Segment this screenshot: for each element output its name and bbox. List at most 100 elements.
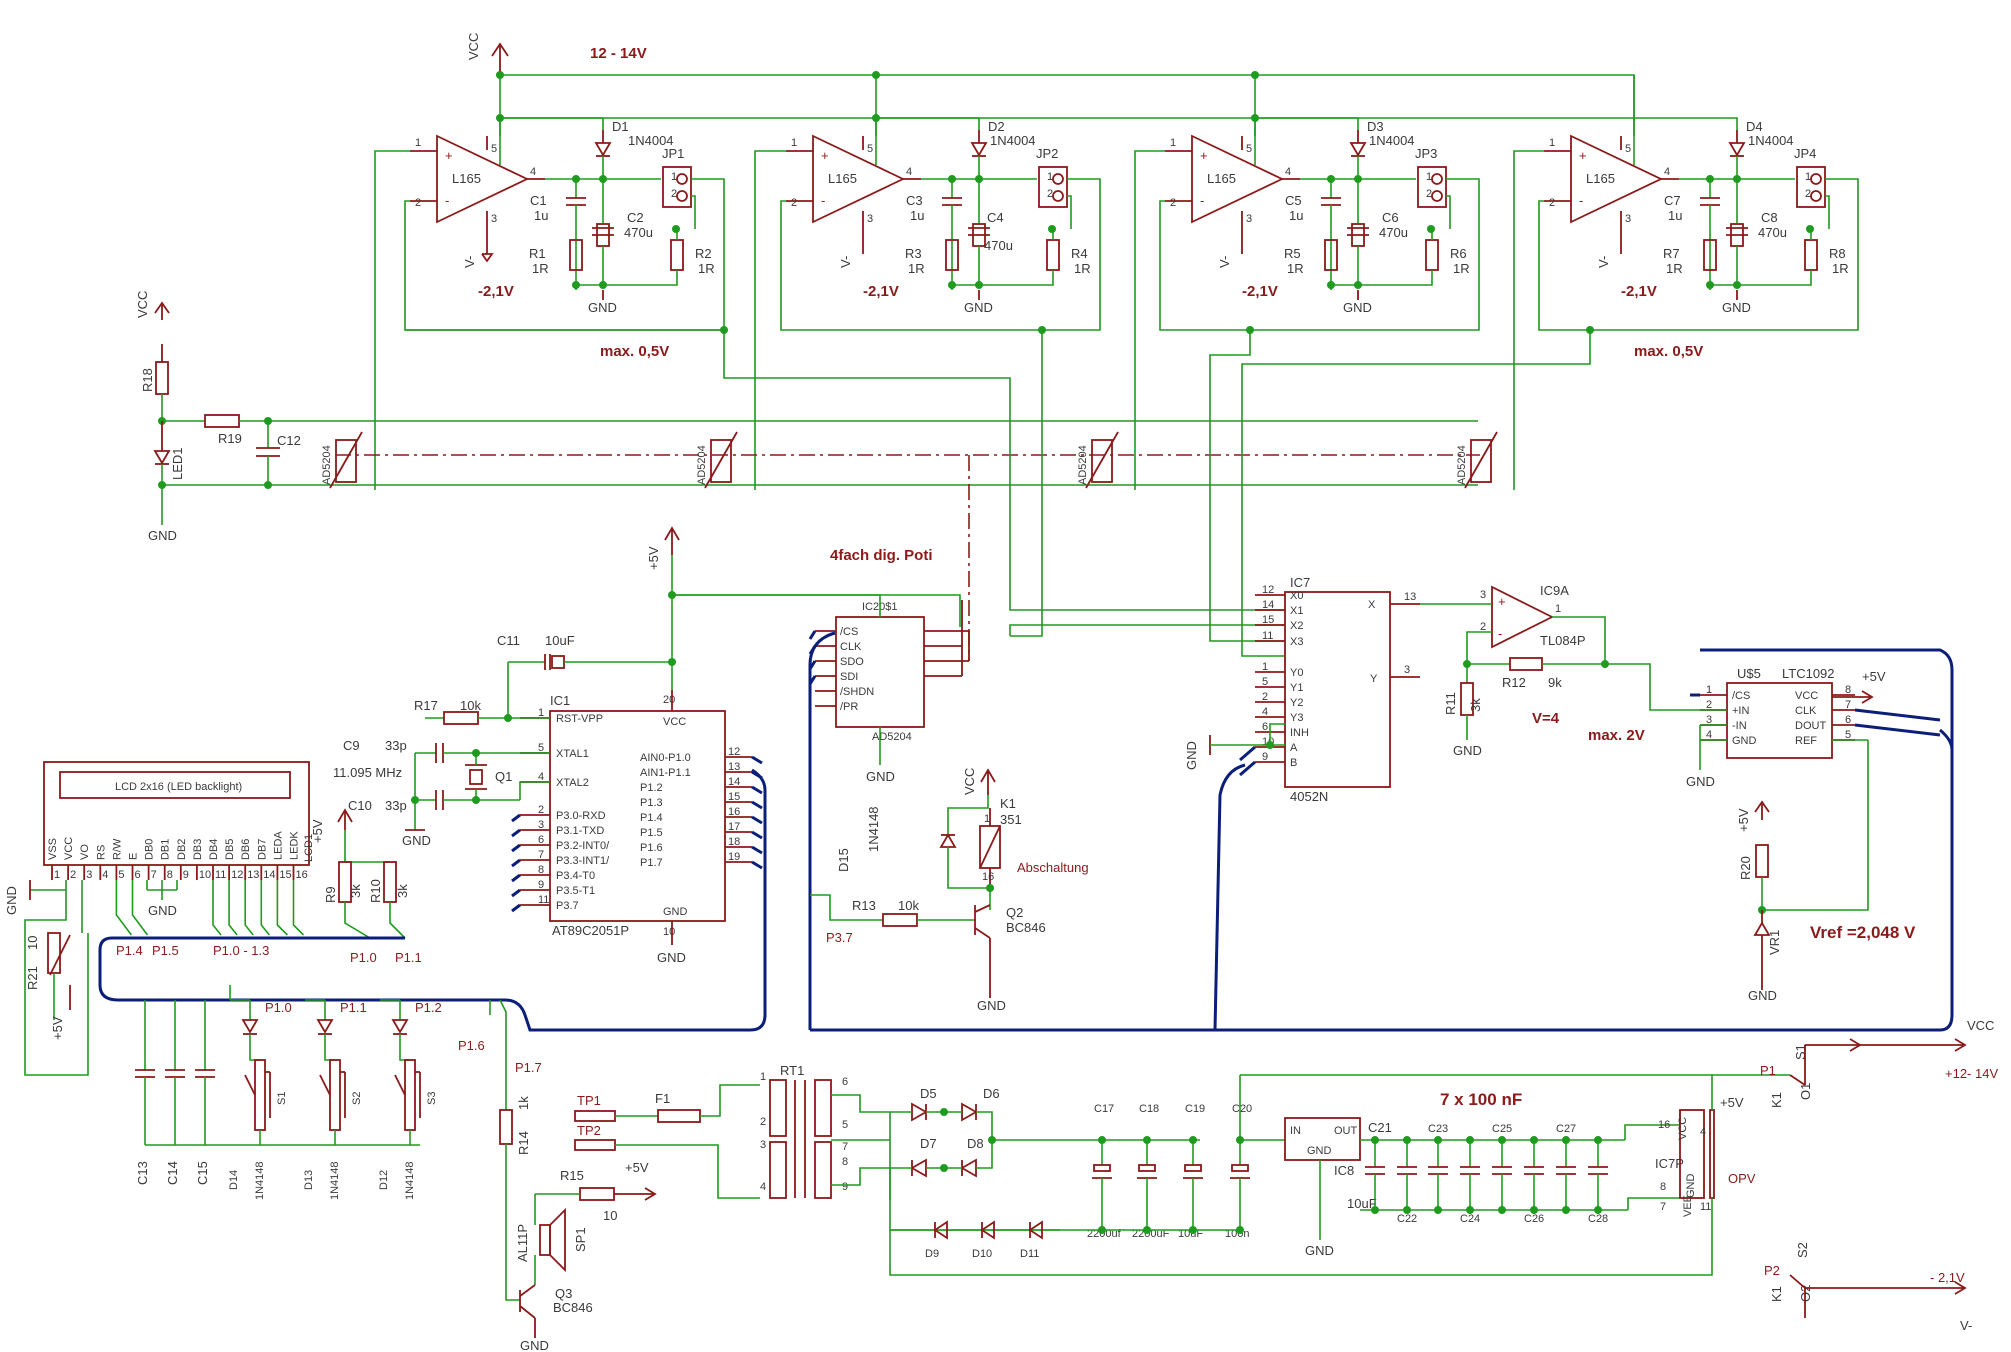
d6-label: D6 — [983, 1086, 1000, 1101]
r15-value: 10 — [603, 1208, 617, 1223]
c9-label: C9 — [343, 738, 360, 753]
res-a-value: 1R — [1666, 261, 1683, 276]
bulk-cap-ref: C19 — [1185, 1103, 1205, 1115]
out-12-label: +12- 14V — [1945, 1066, 1998, 1081]
driver-ic-label: L165 — [1586, 171, 1615, 186]
driver-ic-label: L165 — [1207, 171, 1236, 186]
svg-text:+: + — [1200, 148, 1208, 163]
res-a-value: 1R — [1287, 261, 1304, 276]
gnd-label: GND — [588, 300, 617, 315]
r12-label: R12 — [1502, 675, 1526, 690]
r13-value: 10k — [898, 898, 919, 913]
mux-pin-label: X2 — [1290, 620, 1303, 632]
vminus-label: V- — [1596, 256, 1611, 268]
svg-text:3: 3 — [1246, 213, 1252, 225]
bulk-cap-ref: C20 — [1232, 1103, 1252, 1115]
gain-note: V=4 — [1532, 710, 1560, 727]
lcd-pin-label: VO — [79, 844, 91, 860]
res-a-ref: R1 — [529, 246, 546, 261]
q3-value: BC846 — [553, 1300, 593, 1315]
c9-value: 33p — [385, 738, 407, 753]
mcu-pin-label: AIN1-P1.1 — [640, 767, 691, 779]
cap-c14-label: C14 — [165, 1161, 180, 1185]
svg-text:4: 4 — [1664, 166, 1670, 178]
neg-rail-label: -2,1V — [1621, 283, 1657, 300]
adc-pin-number: 3 — [1706, 714, 1712, 726]
chain-diode-ref: D10 — [972, 1248, 992, 1260]
mcu-pin-number: 13 — [728, 761, 740, 773]
svg-text:3: 3 — [1625, 213, 1631, 225]
svg-text:16: 16 — [982, 871, 994, 883]
svg-text:GND: GND — [1685, 1174, 1697, 1199]
opv-label: OPV — [1728, 1171, 1756, 1186]
adc-ref: U$5 — [1737, 666, 1761, 681]
tp2-label: TP2 — [577, 1123, 601, 1138]
svg-text:+: + — [1498, 594, 1506, 609]
svg-text:7: 7 — [842, 1141, 848, 1153]
gnd-lcd2-label: GND — [148, 903, 177, 918]
pot-part: AD5204 — [872, 731, 912, 743]
top-supply: VCC 12 - 14V — [466, 33, 1635, 165]
vminus-out-label: V- — [1960, 1318, 1972, 1333]
mcu-pin-label: P3.5-T1 — [556, 885, 595, 897]
lcd-ref: LCD1 — [303, 834, 315, 862]
cap-b-ref: C6 — [1382, 210, 1399, 225]
svg-text:2: 2 — [671, 188, 677, 200]
svg-text:2: 2 — [1170, 197, 1176, 209]
mux-pin-number: 11 — [1262, 630, 1273, 642]
adc-pin-label: +IN — [1732, 705, 1749, 717]
c11-value: 10uF — [545, 633, 575, 648]
vref-note: Vref =2,048 V — [1810, 923, 1916, 942]
led1-label: LED1 — [170, 447, 185, 480]
svg-text:1: 1 — [1047, 171, 1053, 183]
mcu-pin-label: P3.0-RXD — [556, 810, 606, 822]
k1-value: 351 — [1000, 812, 1022, 827]
svg-text:2: 2 — [1047, 188, 1053, 200]
c11-label: C11 — [497, 633, 520, 648]
lcd-pin-label: R/W — [111, 838, 123, 860]
mux-pin-label: Y1 — [1290, 682, 1303, 694]
adc-pin-number: 2 — [1706, 699, 1712, 711]
vcc-top-label: VCC — [466, 33, 481, 60]
adc-pin-number: 6 — [1845, 714, 1851, 726]
r15-label: R15 — [560, 1168, 584, 1183]
small-cap-ref: C24 — [1460, 1213, 1480, 1225]
v5-r15-label: +5V — [625, 1160, 649, 1175]
bridge: D5 D6 D7 D8 — [889, 1086, 1000, 1178]
d8-label: D8 — [967, 1136, 984, 1151]
r19-label: R19 — [218, 431, 242, 446]
svg-text:1: 1 — [984, 813, 990, 825]
chain-diode-ref: D9 — [925, 1248, 939, 1260]
mcu-pin-number: 19 — [728, 851, 740, 863]
poti-4: AD5204 — [1456, 431, 1498, 489]
key-label: P1.0 — [265, 1000, 292, 1015]
driver-channel-2: +- L165 12 534 D2 1N4004 12 JP2 C3 1u C4… — [754, 117, 1101, 490]
mcu-pin-label: P1.7 — [640, 857, 663, 869]
svg-text:2: 2 — [1549, 197, 1555, 209]
poti-note: 4fach dig. Poti — [830, 547, 933, 564]
svg-text:5: 5 — [1246, 143, 1252, 155]
small-cap-ref: C27 — [1556, 1123, 1576, 1135]
lcd-pin-label: DB6 — [240, 839, 252, 860]
svg-text:2: 2 — [791, 197, 797, 209]
mcu-pin-number: 6 — [538, 834, 544, 846]
cap-b-ref: C4 — [987, 210, 1004, 225]
adc-pin-number: 8 — [1845, 684, 1851, 696]
bulk-cap-ref: C18 — [1139, 1103, 1159, 1115]
mux-pin-number: 9 — [1262, 751, 1268, 763]
gnd-xtal-label: GND — [402, 833, 431, 848]
mcu-pin-number: 4 — [538, 771, 544, 783]
small-cap-ref: C26 — [1524, 1213, 1544, 1225]
mcu-part: AT89C2051P — [552, 923, 629, 938]
cap-b-value: 470u — [1379, 225, 1408, 240]
lcd-pin-number: 2 — [70, 869, 76, 881]
key-diode-value: 1N4148 — [254, 1161, 266, 1200]
mux-pin-label: X1 — [1290, 605, 1303, 617]
svg-text:AD5204: AD5204 — [321, 445, 333, 485]
lcd-pin-label: VCC — [63, 837, 75, 860]
mux-ref: IC7 — [1290, 575, 1310, 590]
bus-label-p10b: P1.0 — [350, 950, 377, 965]
diode-value: 1N4004 — [628, 133, 674, 148]
reg-gnd: GND — [1307, 1145, 1332, 1157]
